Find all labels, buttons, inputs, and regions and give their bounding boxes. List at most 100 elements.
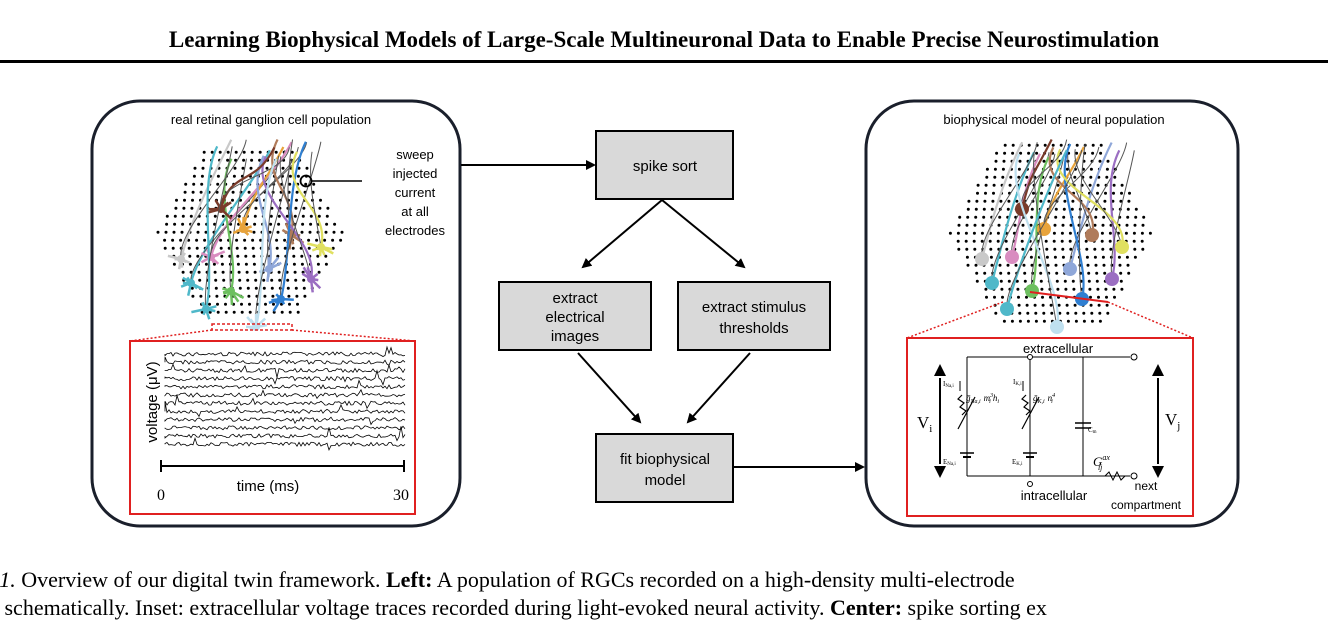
- electrode: [965, 240, 968, 243]
- arrow-to-extract-thresholds: [662, 200, 744, 267]
- electrode: [174, 215, 177, 218]
- electrode: [198, 271, 201, 274]
- electrode: [997, 232, 1000, 235]
- electrode: [216, 183, 219, 186]
- electrode: [973, 232, 976, 235]
- electrode: [191, 199, 194, 202]
- electrode: [998, 224, 1001, 227]
- electrode: [172, 247, 175, 250]
- electrode: [293, 263, 296, 266]
- electrode: [323, 239, 326, 242]
- electrode: [309, 231, 312, 234]
- electrode: [1007, 200, 1010, 203]
- electrode: [277, 223, 280, 226]
- electrode: [1055, 264, 1058, 267]
- electrode: [1001, 176, 1004, 179]
- electrode: [275, 239, 278, 242]
- electrode: [1046, 256, 1049, 259]
- electrode: [982, 216, 985, 219]
- model-soma: [1025, 284, 1039, 298]
- model-soma: [1000, 302, 1014, 316]
- electrode: [238, 279, 241, 282]
- electrode: [262, 279, 265, 282]
- electrode: [1118, 256, 1121, 259]
- electrode: [1133, 240, 1136, 243]
- electrode: [1127, 264, 1130, 267]
- electrode: [1040, 280, 1043, 283]
- electrode: [1099, 152, 1102, 155]
- electrode: [1127, 208, 1130, 211]
- electrode: [254, 207, 257, 210]
- electrode: [1099, 160, 1102, 163]
- electrode: [965, 232, 968, 235]
- electrode: [1109, 240, 1112, 243]
- electrode: [196, 247, 199, 250]
- electrode: [986, 168, 989, 171]
- electrode: [227, 151, 230, 154]
- model-soma: [1115, 240, 1129, 254]
- electrode: [967, 200, 970, 203]
- electrode: [188, 255, 191, 258]
- electrode: [193, 175, 196, 178]
- electrode: [983, 208, 986, 211]
- figure: real retinal ganglion cell population sw…: [0, 64, 1328, 564]
- electrode: [252, 247, 255, 250]
- electrode: [253, 223, 256, 226]
- electrode: [1072, 288, 1075, 291]
- electrode: [215, 295, 218, 298]
- electrode: [1075, 320, 1078, 323]
- electrode: [1017, 296, 1020, 299]
- electrode: [157, 231, 160, 234]
- electrode: [318, 271, 321, 274]
- electrode: [1031, 208, 1034, 211]
- electrode: [1012, 144, 1015, 147]
- soma: [307, 275, 315, 283]
- electrode: [1011, 320, 1014, 323]
- electrode: [1034, 304, 1037, 307]
- electrode: [217, 311, 220, 314]
- electrode: [1000, 288, 1003, 291]
- electrode: [1082, 312, 1085, 315]
- electrode: [1087, 272, 1090, 275]
- model-soma: [985, 276, 999, 290]
- electrode: [1071, 208, 1074, 211]
- electrode: [1044, 144, 1047, 147]
- electrode: [1101, 240, 1104, 243]
- electrode: [1133, 248, 1136, 251]
- electrode: [236, 247, 239, 250]
- electrode: [966, 216, 969, 219]
- electrode: [1011, 152, 1014, 155]
- arrow-images-to-fit: [578, 353, 640, 422]
- electrode: [1028, 144, 1031, 147]
- electrode: [991, 264, 994, 267]
- electrode: [1089, 296, 1092, 299]
- electrode: [184, 183, 187, 186]
- electrode: [250, 159, 253, 162]
- electrode: [975, 200, 978, 203]
- electrode: [245, 263, 248, 266]
- electrode: [989, 248, 992, 251]
- electrode: [1089, 176, 1092, 179]
- extract-thresholds-box: [678, 282, 830, 350]
- fit-model-box: [596, 434, 733, 502]
- electrode: [1075, 152, 1078, 155]
- electrode: [1085, 248, 1088, 251]
- electrode: [1119, 272, 1122, 275]
- electrode: [248, 303, 251, 306]
- right-panel-title: biophysical model of neural population: [943, 112, 1164, 127]
- electrode: [1062, 216, 1065, 219]
- electrode: [1054, 224, 1057, 227]
- electrode: [1049, 176, 1052, 179]
- electrode: [214, 271, 217, 274]
- electrode: [235, 151, 238, 154]
- extract-images-label: extract electrical images: [545, 290, 604, 345]
- electrode: [1126, 256, 1129, 259]
- electrode: [272, 303, 275, 306]
- left-panel-title: real retinal ganglion cell population: [171, 112, 371, 127]
- electrode: [215, 287, 218, 290]
- electrode: [1064, 280, 1067, 283]
- electrode: [254, 279, 257, 282]
- electrode: [973, 240, 976, 243]
- electrode: [989, 240, 992, 243]
- soma: [202, 305, 210, 313]
